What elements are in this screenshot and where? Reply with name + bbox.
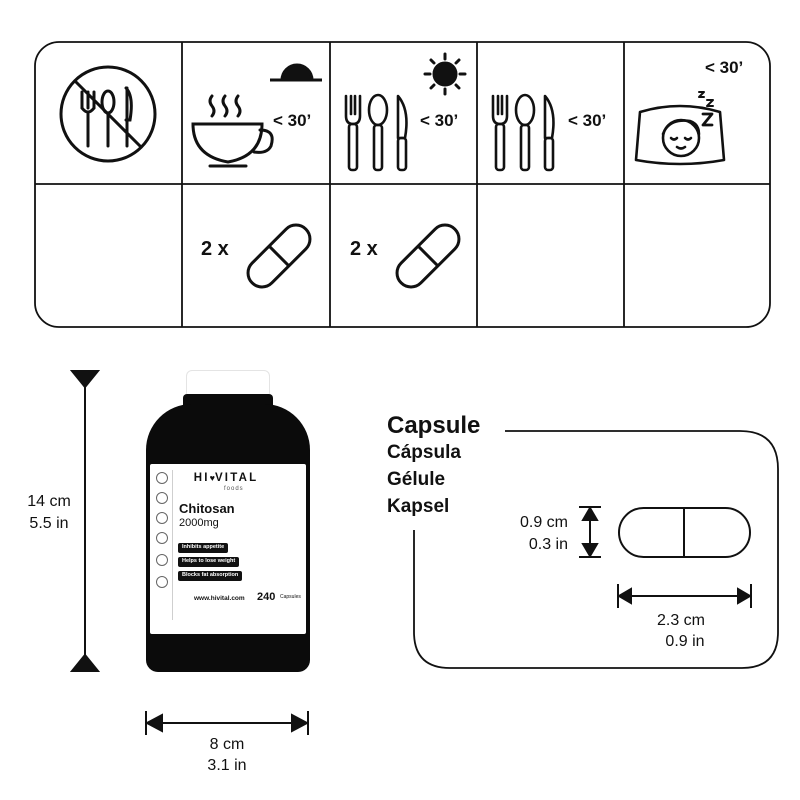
brand-sub: foods — [224, 486, 244, 492]
sunrise-icon — [270, 63, 322, 82]
capsule-diameter-in: 0.3 in — [528, 536, 568, 553]
capsule-length-in: 0.9 in — [665, 633, 705, 650]
bedtime-time-label: < 30’ — [705, 58, 744, 77]
arrow-left-icon — [144, 713, 163, 733]
vegan-icon — [156, 512, 168, 524]
breakfast-dose-label: 2 x — [201, 238, 229, 260]
no-sugar-icon — [156, 492, 168, 504]
capsule-count-unit: Capsules — [280, 594, 301, 600]
bottle-width-in: 3.1 in — [207, 757, 247, 774]
arrow-right-icon — [291, 713, 310, 733]
dinner-time-label: < 30’ — [568, 111, 607, 130]
capsule-title-es: Cápsula — [387, 442, 461, 463]
bottle-height-cm: 14 cm — [27, 493, 71, 510]
gluten-free-icon — [156, 532, 168, 544]
capsule-length-cm: 2.3 cm — [656, 612, 705, 629]
capsule-count: 240 — [257, 591, 276, 603]
arrow-left-icon — [617, 587, 632, 605]
capsule-icon — [395, 223, 461, 289]
breakfast-time-label: < 30’ — [273, 111, 312, 130]
capsule-dimensions — [413, 430, 779, 669]
moon-icon — [590, 54, 614, 82]
eu-icon — [156, 576, 168, 588]
capsule-title-en: Capsule — [387, 412, 481, 439]
brand-logo: HI♥VITAL — [193, 472, 259, 484]
bottle-height-in: 5.5 in — [29, 515, 69, 532]
lunch-dose-label: 2 x — [350, 238, 378, 260]
product-name: Chitosan — [179, 501, 235, 516]
bottle-width-cm: 8 cm — [209, 736, 245, 753]
arrow-down-icon — [69, 653, 101, 672]
capsule-title-fr: Gélule — [387, 469, 446, 490]
schedule-grid — [34, 41, 771, 328]
product-bottle: HI♥VITAL foods Chitosan 2000mg Inhibits … — [146, 370, 310, 672]
sun-icon — [423, 52, 467, 96]
gmp-icon — [156, 554, 168, 566]
label-divider — [172, 470, 173, 620]
cert-icon — [156, 472, 168, 484]
arrow-right-icon — [737, 587, 752, 605]
steaming-cup-icon — [191, 94, 274, 168]
cutlery-icon — [344, 93, 408, 172]
capsule-icon — [246, 223, 312, 289]
dosing-schedule: < 30’ < 30’ < 30’ < 30’ 2 x 2 x — [0, 0, 800, 340]
bottle-label: HI♥VITAL foods Chitosan 2000mg Inhibits … — [150, 464, 306, 634]
capsule-title-de: Kapsel — [387, 496, 450, 517]
arrow-up-icon — [581, 506, 599, 521]
capsule-icon — [618, 507, 751, 558]
benefit-badge: Inhibits appetite — [178, 543, 229, 553]
sleeping-face-icon — [634, 91, 726, 166]
no-food-icon — [59, 65, 157, 163]
website-text: www.hivital.com — [194, 595, 245, 602]
arrow-down-icon — [581, 543, 599, 558]
product-dose: 2000mg — [179, 517, 219, 529]
benefit-badge: Blocks fat absorption — [178, 571, 243, 581]
capsule-diameter-cm: 0.9 cm — [519, 514, 568, 531]
bottle-dimensions — [69, 370, 310, 735]
bottle-cap — [186, 370, 270, 396]
arrow-up-icon — [69, 370, 101, 389]
benefit-badge: Helps to lose weight — [178, 557, 240, 567]
cutlery-icon — [491, 93, 555, 172]
lunch-time-label: < 30’ — [420, 111, 459, 130]
